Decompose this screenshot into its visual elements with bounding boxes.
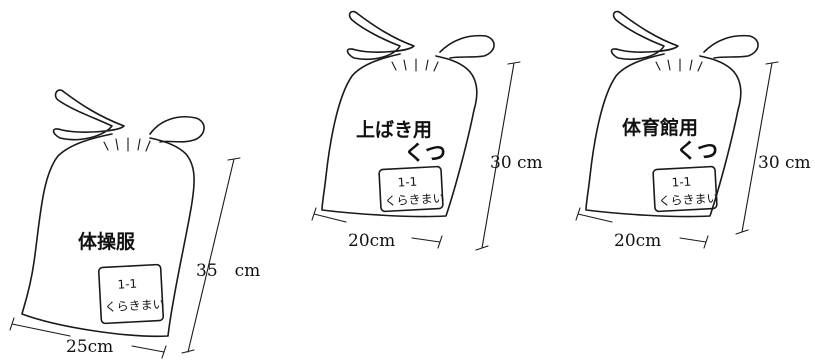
width-label: 20cm	[614, 231, 661, 251]
drawstring-loop	[346, 10, 415, 61]
name-tag	[652, 165, 718, 213]
width-label: 20cm	[348, 231, 395, 251]
tag-class: 1-1	[117, 277, 137, 292]
bag-subtitle: くつ	[404, 141, 446, 165]
bag-gym-shoes: 1-1 くらきまい 体育館用 くつ 30 cm 20cm	[575, 10, 811, 251]
drawstring-loop	[610, 10, 679, 61]
tag-name: くらきまい	[384, 191, 445, 208]
tag-name: くらきまい	[104, 297, 165, 314]
bag-gathers	[391, 58, 439, 72]
height-dimension-line	[735, 61, 779, 235]
drawstring-right-loop	[439, 34, 495, 59]
bag-outline	[21, 133, 195, 338]
bag-title: 体操服	[78, 230, 136, 253]
width-dimension-line	[311, 207, 443, 249]
name-tag	[378, 165, 444, 213]
height-label: 30 cm	[490, 153, 543, 173]
bag-title: 上ばき用	[356, 119, 432, 141]
bag-subtitle: くつ	[676, 139, 718, 163]
width-dimension-line	[575, 207, 709, 249]
height-dimension-line	[475, 61, 521, 251]
width-label: 25cm	[66, 337, 113, 357]
bag-indoor-shoes: 1-1 くらきまい 上ばき用 くつ 30 cm 20cm	[311, 10, 543, 251]
tag-name: くらきまい	[658, 191, 719, 208]
name-tag	[97, 263, 165, 325]
bag-outline	[321, 53, 478, 218]
bag-outline	[585, 53, 742, 218]
height-dimension-line	[181, 157, 241, 354]
drawstring-right-loop	[703, 34, 759, 59]
drawstring-right-loop	[149, 116, 205, 143]
width-dimension-line	[9, 317, 167, 359]
bag-gym-clothes: 1-1 くらきまい 体操服 35 cm 25cm	[9, 89, 260, 359]
height-label: 30 cm	[758, 153, 811, 173]
bag-gathers	[655, 58, 703, 72]
drawstring-loop	[52, 89, 125, 141]
height-label: 35 cm	[196, 261, 260, 281]
bag-title: 体育館用	[622, 116, 698, 139]
tag-class: 1-1	[397, 175, 417, 190]
tag-class: 1-1	[671, 175, 691, 190]
bag-gathers	[103, 137, 151, 152]
